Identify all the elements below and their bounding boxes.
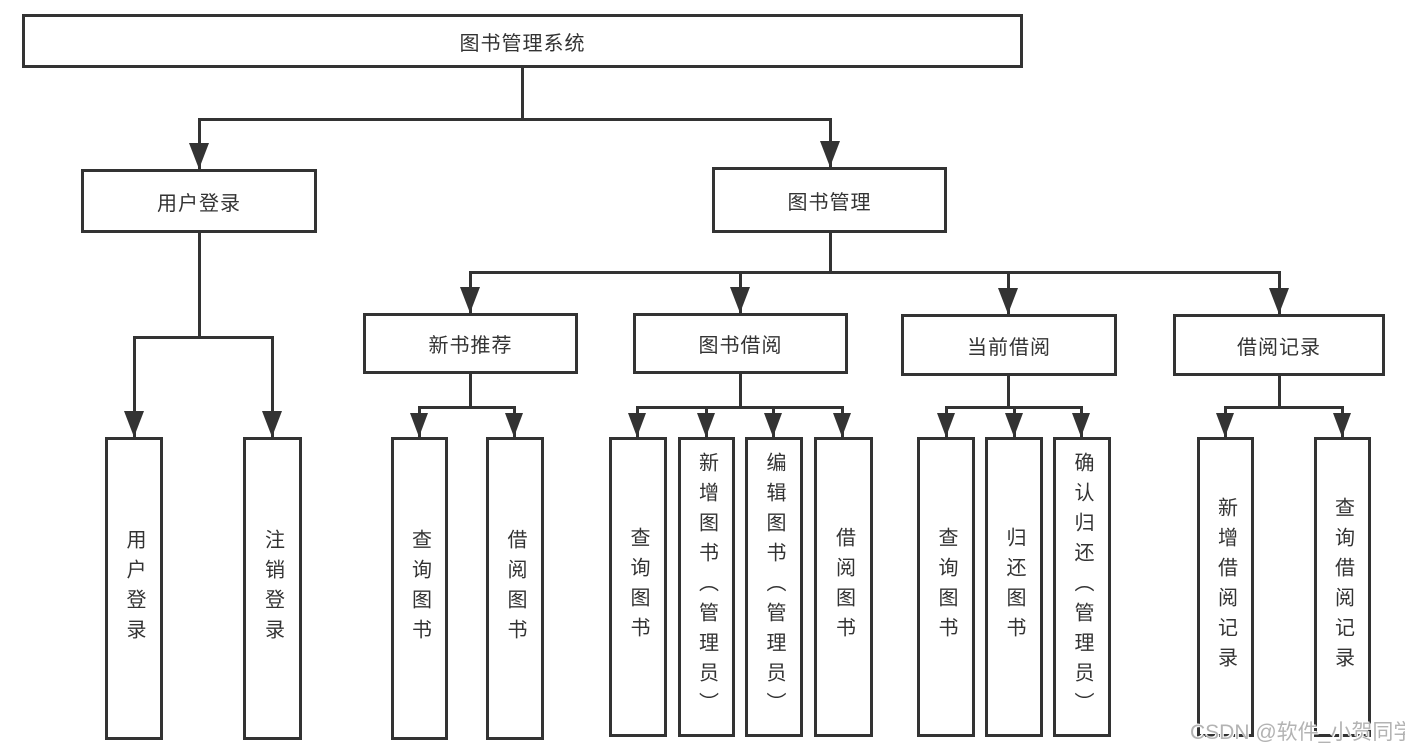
arrow-head [730,287,750,313]
leaf-newrec-borrow-books-label: 借阅图书 [504,528,526,649]
arrow-head [1333,413,1351,437]
leaf-query-borrow-record-label: 查询借阅记录 [1331,497,1354,677]
connector-line [133,336,274,339]
node-new-book-recommend: 新书推荐 [363,313,578,374]
node-book-management-label: 图书管理 [787,191,872,214]
connector-line [271,336,274,437]
leaf-return-book-label: 归还图书 [1003,527,1025,647]
arrow-head [764,413,782,437]
connector-line [739,374,742,406]
connector-line [198,233,201,336]
leaf-edit-book-admin: 编辑图书（管理员） [745,437,803,737]
arrow-head [189,143,209,169]
leaf-add-borrow-record-label: 新增借阅记录 [1214,497,1237,677]
node-new-book-recommend-label: 新书推荐 [428,335,513,357]
arrow-head [1216,413,1234,437]
node-book-borrow: 图书借阅 [633,313,848,374]
node-root-label: 图书管理系统 [459,32,586,55]
connector-line [469,374,472,406]
node-borrow-records-label: 借阅记录 [1237,336,1321,359]
leaf-newrec-query-books: 查询图书 [391,437,448,740]
leaf-borrow-book: 借阅图书 [814,437,873,737]
node-current-borrow-label: 当前借阅 [967,336,1051,359]
leaf-query-borrow-record: 查询借阅记录 [1314,437,1371,737]
leaf-add-book-admin-label: 新增图书（管理员） [695,452,718,722]
leaf-user-login: 用户登录 [105,437,163,740]
connector-line [636,406,843,409]
leaf-add-book-admin: 新增图书（管理员） [678,437,735,737]
leaf-current-query-books-label: 查询图书 [935,527,957,647]
arrow-head [262,411,282,437]
arrow-head [1005,413,1023,437]
leaf-user-login-label: 用户登录 [123,528,145,649]
leaf-newrec-query-books-label: 查询图书 [408,528,431,649]
node-book-management: 图书管理 [712,167,947,233]
connector-line [1224,406,1344,409]
node-book-borrow-label: 图书借阅 [698,335,783,357]
arrow-head [124,411,144,437]
arrow-head [820,141,840,167]
arrow-head [460,287,480,313]
arrow-head [410,413,428,437]
csdn-watermark: CSDN @软件_小贺同学 [1190,721,1405,744]
leaf-current-query-books: 查询图书 [917,437,975,737]
connector-line [829,233,832,271]
leaf-edit-book-admin-label: 编辑图书（管理员） [763,452,785,722]
arrow-head [628,413,646,437]
connector-line [133,336,136,437]
leaf-add-borrow-record: 新增借阅记录 [1197,437,1254,737]
leaf-logout: 注销登录 [243,437,302,740]
connector-line [1278,376,1281,406]
arrow-head [697,413,715,437]
connector-line [418,406,516,409]
arrow-head [937,413,955,437]
leaf-logout-label: 注销登录 [261,528,284,649]
node-current-borrow: 当前借阅 [901,314,1117,376]
arrow-head [1072,413,1090,437]
node-user-login-label: 用户登录 [157,192,241,215]
connector-line [521,68,524,118]
node-root: 图书管理系统 [22,14,1023,68]
arrow-head [1269,288,1289,314]
leaf-confirm-return-admin-label: 确认归还（管理员） [1071,452,1093,722]
arrow-head [505,413,523,437]
connector-line [469,271,1280,274]
node-borrow-records: 借阅记录 [1173,314,1385,376]
connector-line [1007,376,1010,406]
connector-line [198,118,832,121]
leaf-newrec-borrow-books: 借阅图书 [486,437,544,740]
leaf-confirm-return-admin: 确认归还（管理员） [1053,437,1111,737]
node-user-login: 用户登录 [81,169,317,233]
leaf-borrow-book-label: 借阅图书 [832,527,855,647]
leaf-borrow-query-books: 查询图书 [609,437,667,737]
leaf-return-book: 归还图书 [985,437,1043,737]
arrow-head [833,413,851,437]
arrow-head [998,288,1018,314]
leaf-borrow-query-books-label: 查询图书 [627,527,649,647]
